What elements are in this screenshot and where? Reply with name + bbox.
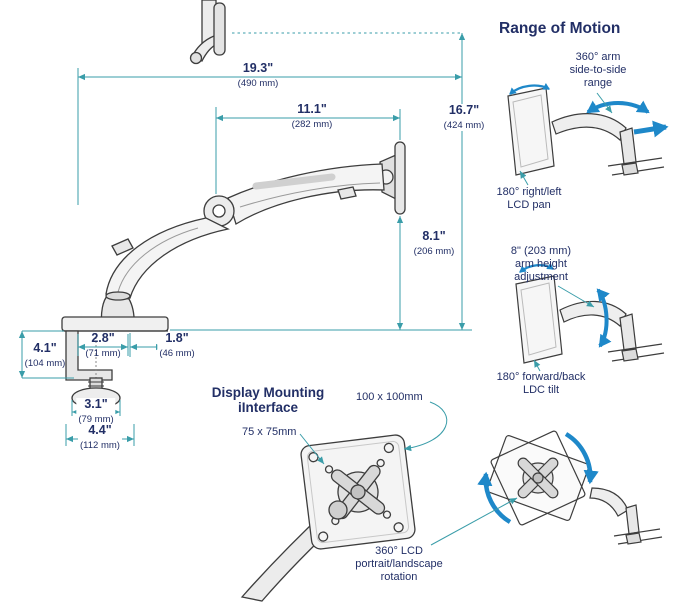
rotation-arrow xyxy=(477,471,512,524)
mounting-interface-title: Display Mounting iInterface xyxy=(211,385,325,415)
side-arrow xyxy=(633,120,669,138)
dimension-arm: 11.1" (282 mm) xyxy=(291,102,333,131)
rom-pan-illustration xyxy=(507,83,669,176)
vesa-100-label: 100 x 100mm xyxy=(356,391,423,403)
height-adjustment-label: 8" (203 mm) arm height adjustment xyxy=(510,245,572,283)
dimension-reach: 19.3" (490 mm) xyxy=(237,61,279,90)
dimension-clamp-open: 2.8" (71 mm) xyxy=(85,331,121,360)
height-pointer xyxy=(557,285,595,308)
upper-arm xyxy=(227,163,385,225)
vesa-100-hole xyxy=(393,522,404,533)
dimension-lift: 8.1" (206 mm) xyxy=(413,229,455,258)
tilt-arrow xyxy=(519,262,554,273)
arm-side-view-drawing xyxy=(61,0,406,417)
ball-joint xyxy=(328,500,348,520)
vesa-plate xyxy=(300,434,416,550)
height-arrow xyxy=(596,288,612,348)
rom-rotation-illustration xyxy=(477,430,663,545)
dimension-base: 4.4" (112 mm) xyxy=(78,423,122,451)
vesa-100-hole xyxy=(318,531,329,542)
vesa-100-pointer xyxy=(403,401,448,452)
dimension-knob: 3.1" (79 mm) xyxy=(76,397,116,425)
vesa-75-hole xyxy=(382,510,392,519)
vesa-100-hole xyxy=(383,442,395,454)
pan-arrow xyxy=(509,83,550,95)
lcd-pan-label: 180° right/left LCD pan xyxy=(496,186,562,211)
side-to-side-label: 360° arm side-to-side range xyxy=(569,51,627,89)
vesa-75-hole xyxy=(324,465,334,474)
range-of-motion-title: Range of Motion xyxy=(499,20,621,37)
dimension-clamp-height: 4.1" (104 mm) xyxy=(24,341,66,370)
rotation-arrow xyxy=(564,432,599,485)
vesa-75-label: 75 x 75mm xyxy=(242,426,297,438)
lower-arm xyxy=(105,217,230,299)
rom-height-illustration xyxy=(515,262,665,364)
raised-bracket-top xyxy=(189,0,226,65)
dimension-height: 16.7" (424 mm) xyxy=(441,103,487,131)
rotation-label: 360° LCD portrait/landscape rotation xyxy=(355,545,443,583)
vesa-75-hole xyxy=(376,458,385,468)
tilt-pointer xyxy=(533,359,541,372)
side-to-side-pointer xyxy=(596,92,613,114)
pan-pointer xyxy=(519,170,529,186)
rotation-pointer xyxy=(430,497,518,546)
monitor-portrait xyxy=(490,430,586,526)
side-to-side-arrow xyxy=(586,100,650,114)
tilt-label: 180° forward/back LDC tilt xyxy=(496,371,586,396)
vesa-plate-drawing xyxy=(240,434,416,602)
dimension-edge: 1.8" (46 mm) xyxy=(157,331,197,359)
vesa-75-pointer xyxy=(299,433,325,465)
